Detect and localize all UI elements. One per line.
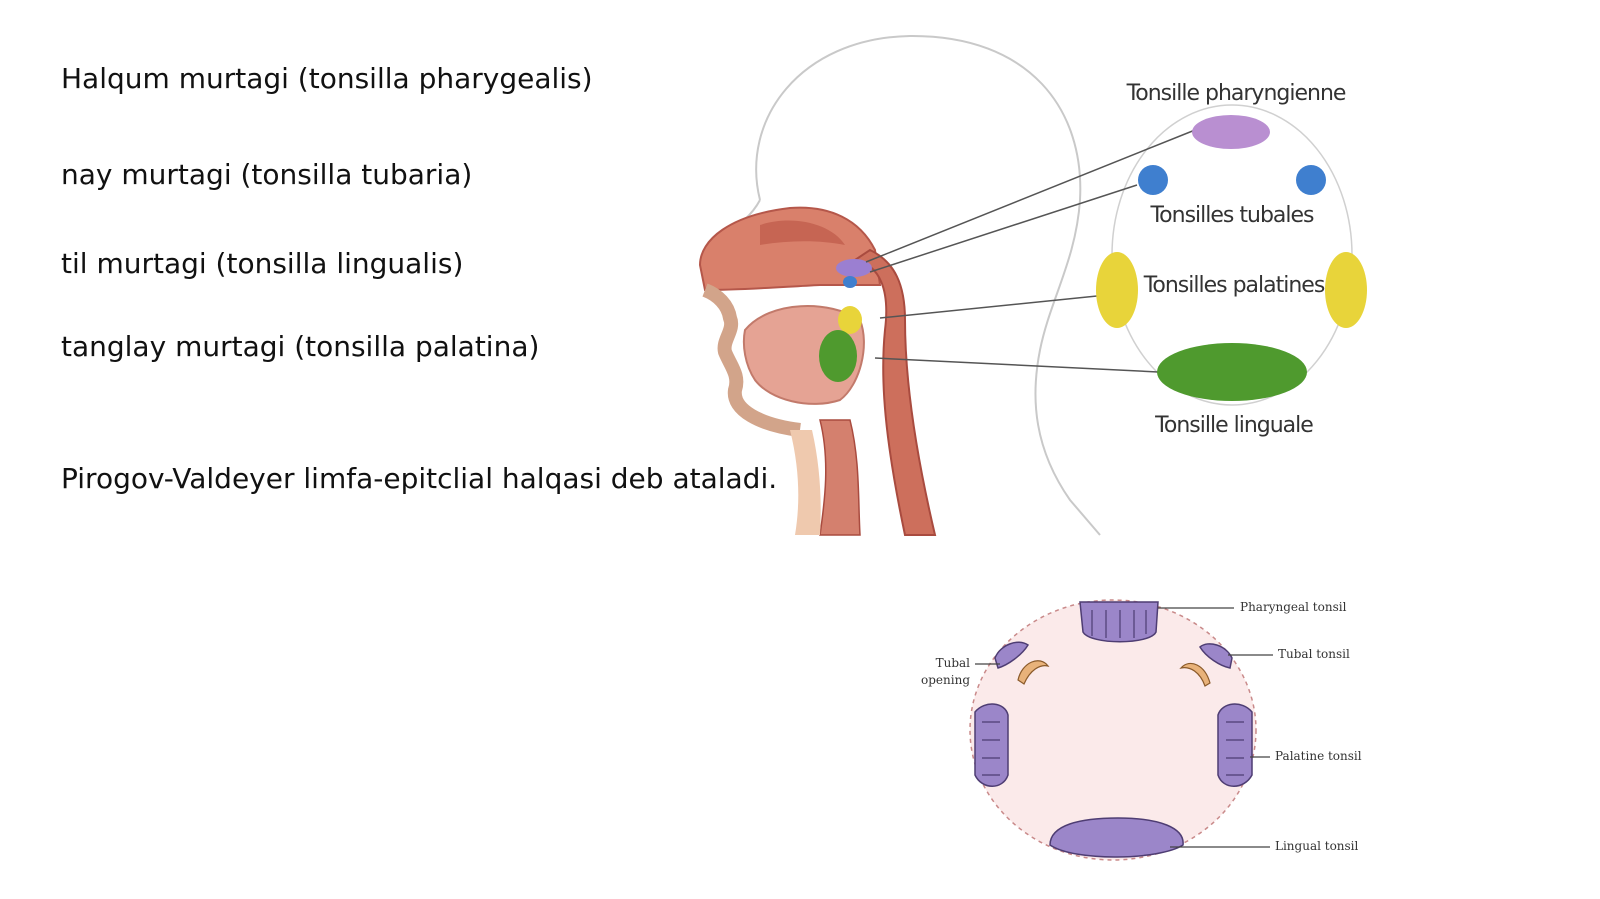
waldeyer-ring-diagram: Pharyngeal tonsil Tubal tonsil Tubal ope… (921, 599, 1362, 861)
palatine-tonsil-small (838, 306, 862, 334)
text-lingual: til murtagi (tonsilla lingualis) (61, 247, 464, 280)
label-tubal-opening-line1: Tubal (936, 656, 971, 670)
label-tonsilles-palatines: Tonsilles palatines (1143, 273, 1325, 298)
tubal-tonsil-right-drawing (1199, 643, 1233, 669)
palatine-tonsil-right-shape (1325, 252, 1367, 328)
label-tubal-opening-line2: opening (921, 673, 970, 687)
label-palatine-tonsil: Palatine tonsil (1275, 749, 1362, 763)
tubal-tonsil-left-shape (1138, 165, 1168, 195)
text-palatine: tanglay murtagi (tonsilla palatina) (61, 330, 540, 363)
lingual-tonsil-shape (1157, 343, 1307, 401)
head-section-illustration (698, 34, 1101, 536)
tubal-tonsil-left-drawing (994, 641, 1030, 669)
tubal-tonsil-right-shape (1296, 165, 1326, 195)
label-tubal-tonsil: Tubal tonsil (1278, 647, 1350, 661)
text-tubal: nay murtagi (tonsilla tubaria) (61, 158, 473, 191)
pharyngeal-tonsil-drawing (1079, 601, 1159, 643)
label-lingual-tonsil: Lingual tonsil (1275, 839, 1359, 853)
pharyngeal-tonsil-shape (1192, 115, 1270, 149)
tubal-opening-right (1179, 662, 1211, 687)
tubal-tonsil-small (843, 276, 857, 288)
text-pharyngeal: Halqum murtagi (tonsilla pharygealis) (61, 62, 593, 95)
palatine-tonsil-left-shape (1096, 252, 1138, 328)
label-tonsilles-tubales: Tonsilles tubales (1149, 203, 1314, 228)
text-ring-name: Pirogov-Valdeyer limfa-epitclial halqasi… (61, 462, 778, 495)
tubal-opening-left (1017, 660, 1050, 685)
label-pharyngeal-tonsil: Pharyngeal tonsil (1240, 600, 1347, 614)
palatine-tonsil-right-drawing (1217, 703, 1253, 787)
label-tonsille-pharyngienne: Tonsille pharyngienne (1126, 81, 1346, 106)
lingual-tonsil-small (819, 330, 857, 382)
lingual-tonsil-drawing (1049, 817, 1184, 858)
label-tonsille-linguale: Tonsille linguale (1154, 413, 1313, 438)
tonsil-ring-schema: Tonsille pharyngienne Tonsilles tubales … (865, 81, 1367, 438)
palatine-tonsil-left-drawing (974, 703, 1009, 787)
pharyngeal-tonsil-small (836, 259, 872, 277)
